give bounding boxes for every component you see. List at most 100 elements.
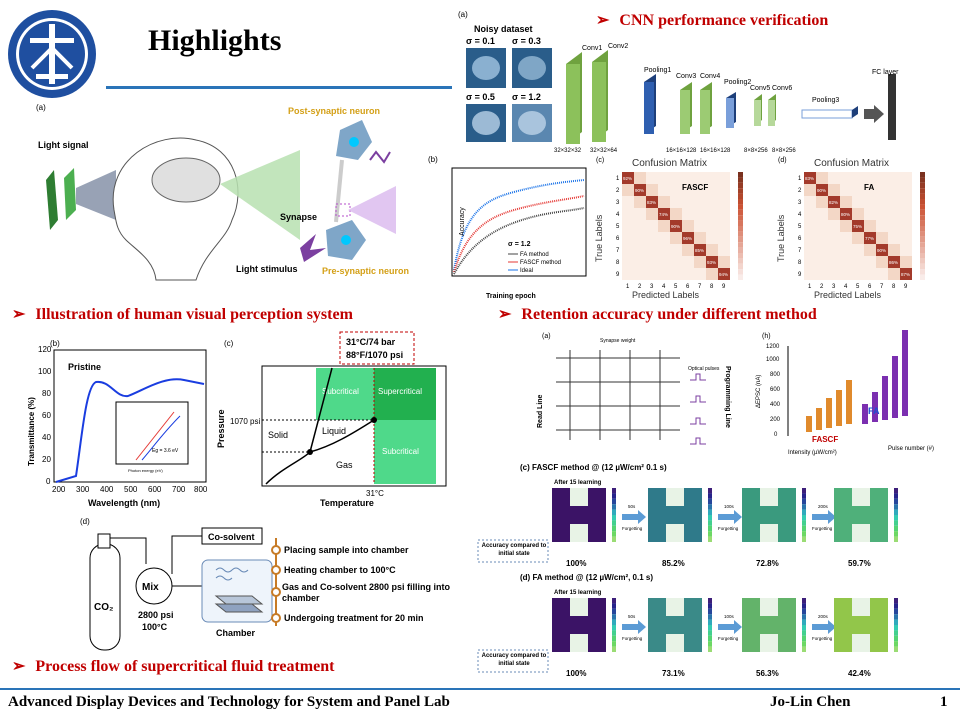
cm-cell bbox=[816, 208, 828, 220]
pattern-pixel bbox=[570, 488, 588, 506]
cm-cell bbox=[706, 220, 718, 232]
colorbar-cell bbox=[894, 619, 898, 625]
colorbar-cell bbox=[894, 641, 898, 647]
cm-colorbar-cell bbox=[920, 209, 925, 216]
pattern-pixel bbox=[870, 616, 888, 634]
cm-cell bbox=[864, 184, 876, 196]
cm-cell bbox=[900, 208, 912, 220]
layer-pooling1: Pooling1 bbox=[644, 67, 671, 74]
accuracy-label: Accuracy compared to initial state bbox=[481, 543, 547, 557]
cm-colorbar-cell bbox=[920, 188, 925, 194]
cm-cell bbox=[670, 268, 682, 280]
colorbar-cell bbox=[612, 488, 616, 494]
svg-text:(a): (a) bbox=[542, 333, 551, 340]
cm-colorbar-cell bbox=[920, 269, 925, 275]
cm-cell bbox=[694, 268, 706, 280]
cm-colorbar-cell bbox=[920, 182, 925, 189]
cm-cell bbox=[634, 172, 646, 184]
colorbar-cell bbox=[612, 520, 616, 526]
cm-colorbar-cell bbox=[920, 258, 925, 264]
pattern-pixel bbox=[778, 488, 796, 506]
layer-conv5: Conv5 bbox=[750, 85, 770, 92]
cm-cell bbox=[670, 184, 682, 196]
accuracy-label-box bbox=[477, 649, 549, 673]
cm-cell bbox=[682, 196, 694, 208]
colorbar-cell bbox=[612, 635, 616, 642]
cm-cell bbox=[646, 172, 658, 184]
colorbar-cell bbox=[708, 614, 712, 620]
dim-4: 16×16×128 bbox=[700, 148, 731, 154]
svg-text:200: 200 bbox=[770, 417, 781, 423]
cm-cell bbox=[852, 172, 864, 184]
forgetting-arrow bbox=[622, 620, 646, 634]
cnn-architecture-panel: (a) Noisy dataset σ = 0.1 σ = 0.3 σ = 0.… bbox=[454, 4, 960, 154]
cm-title: Confusion Matrix bbox=[814, 158, 889, 169]
cm-cell bbox=[840, 268, 852, 280]
forgetting-label: Forgetting bbox=[622, 526, 643, 531]
cm-cell bbox=[622, 244, 634, 256]
sigma-4: σ = 1.2 bbox=[512, 92, 541, 102]
cm-ytick: 7 bbox=[616, 248, 620, 254]
cm-cell bbox=[682, 172, 694, 184]
pattern-pixel bbox=[684, 524, 702, 542]
cm-cell bbox=[840, 256, 852, 268]
visual-system-figure: (a) Light signal Post-synaptic neuron Sy… bbox=[36, 100, 426, 302]
cm-xtick: 1 bbox=[626, 284, 630, 290]
colorbar-cell bbox=[894, 630, 898, 636]
fa-bar bbox=[882, 376, 888, 420]
colorbar-cell bbox=[802, 509, 806, 515]
colorbar-cell bbox=[894, 531, 898, 537]
cm-cell bbox=[900, 196, 912, 208]
svg-text:Intensity (µW/cm²): Intensity (µW/cm²) bbox=[788, 450, 837, 456]
colorbar-cell bbox=[894, 598, 898, 604]
cm-colorbar-cell bbox=[920, 263, 925, 270]
cm-cell bbox=[852, 244, 864, 256]
cm-cell bbox=[646, 256, 658, 268]
cm-cell bbox=[658, 184, 670, 196]
pattern-pixel bbox=[552, 524, 570, 542]
layer-pooling2: Pooling2 bbox=[724, 79, 751, 86]
cm-diag-value: 75% bbox=[853, 224, 862, 229]
accuracy-value: 100% bbox=[566, 559, 586, 568]
cm-cell bbox=[694, 196, 706, 208]
svg-text:FA method: FA method bbox=[520, 252, 549, 258]
cm-cell bbox=[646, 232, 658, 244]
svg-text:Synapse weight: Synapse weight bbox=[600, 338, 636, 344]
fa-bar bbox=[902, 330, 908, 416]
colorbar-cell bbox=[612, 630, 616, 636]
cm-colorbar-cell bbox=[738, 231, 743, 237]
cm-cell bbox=[622, 232, 634, 244]
cm-cell bbox=[670, 208, 682, 220]
colorbar-cell bbox=[612, 509, 616, 515]
accuracy-value: 72.8% bbox=[756, 559, 779, 568]
cm-cell bbox=[864, 208, 876, 220]
pattern-pixel bbox=[834, 506, 852, 524]
cm-diag-value: 93% bbox=[707, 260, 716, 265]
cm-cell bbox=[840, 208, 852, 220]
svg-text:Co-solvent: Co-solvent bbox=[208, 532, 255, 542]
cm-cell bbox=[864, 220, 876, 232]
cm-diag-value: 90% bbox=[635, 188, 644, 193]
pattern-pixel bbox=[666, 524, 684, 542]
svg-text:Programming Line: Programming Line bbox=[724, 366, 731, 428]
cm-cell bbox=[694, 184, 706, 196]
cm-cell bbox=[828, 232, 840, 244]
colorbar-cell bbox=[612, 536, 616, 542]
cm-cell bbox=[658, 220, 670, 232]
pattern-pixel bbox=[852, 634, 870, 652]
dim-3: 16×16×128 bbox=[666, 148, 697, 154]
cm-cell bbox=[682, 268, 694, 280]
pre-synaptic-label: Pre-synaptic neuron bbox=[322, 266, 409, 276]
colorbar-cell bbox=[612, 515, 616, 521]
accuracy-value: 73.1% bbox=[662, 669, 685, 678]
svg-text:CO₂: CO₂ bbox=[94, 602, 113, 613]
cm-colorbar-cell bbox=[920, 242, 925, 248]
cm-colorbar-cell bbox=[738, 274, 743, 280]
cm-ylabel: True Labels bbox=[776, 214, 786, 262]
colorbar-cell bbox=[802, 493, 806, 499]
cm-cell bbox=[694, 172, 706, 184]
pattern-pixel bbox=[742, 616, 760, 634]
pattern-pixel bbox=[666, 506, 684, 524]
svg-text:Wavelength (nm): Wavelength (nm) bbox=[88, 498, 160, 508]
pattern-pixel bbox=[870, 488, 888, 506]
